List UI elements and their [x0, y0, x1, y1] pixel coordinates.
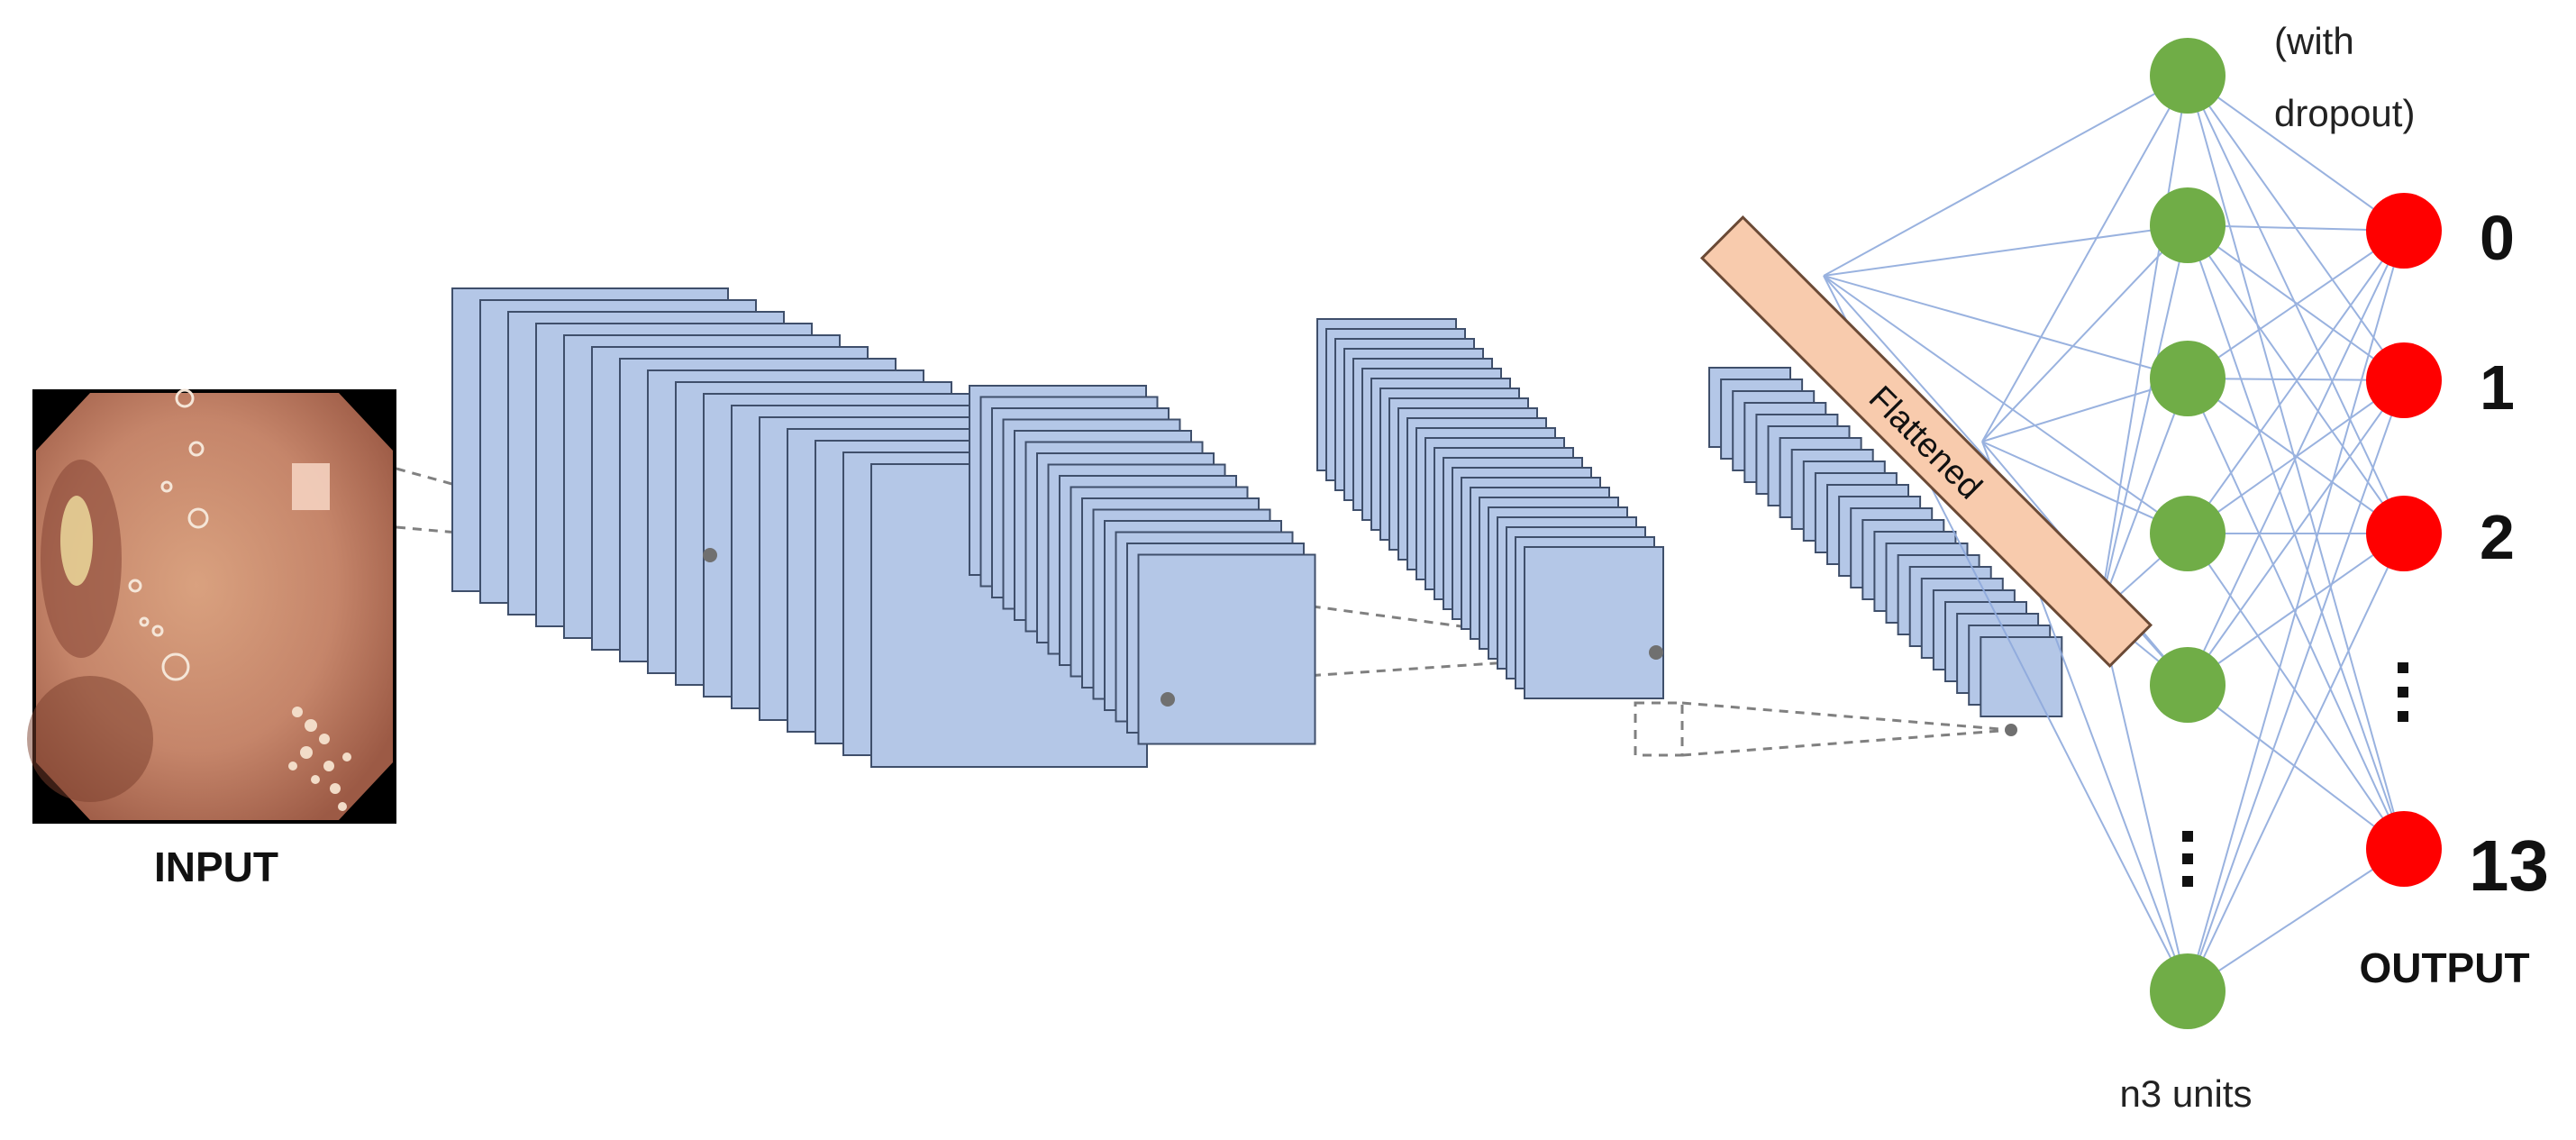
feature-map-stack-3 — [1316, 318, 1664, 699]
hidden-layer-nodes — [2150, 38, 2226, 1029]
connection-line — [2098, 612, 2189, 992]
hidden-node — [2150, 496, 2226, 571]
bubble-cluster — [288, 707, 351, 811]
connection-line — [2098, 75, 2189, 614]
connection-line — [1823, 75, 2189, 277]
connection-line — [1981, 224, 2189, 442]
connection-line — [1823, 224, 2189, 277]
hidden-node — [2150, 187, 2226, 263]
hidden-units-label: n3 units — [2119, 1072, 2252, 1115]
hidden-node — [2150, 341, 2226, 416]
output-layer-nodes — [2366, 193, 2442, 887]
tissue-dark-region — [27, 676, 153, 802]
output-class-label-2: 2 — [2480, 502, 2515, 572]
connection-line — [2187, 230, 2405, 379]
connection-line — [2187, 224, 2405, 850]
tissue-highlight — [60, 496, 93, 586]
output-label: OUTPUT — [2359, 944, 2529, 991]
dropout-note-line1: (with — [2274, 20, 2354, 62]
hidden-node — [2150, 953, 2226, 1029]
connection-line — [2187, 379, 2405, 686]
output-class-label-1: 1 — [2480, 352, 2515, 423]
output-node — [2366, 193, 2442, 269]
feature-map-stack-2 — [969, 385, 1316, 745]
hidden-ellipsis — [2182, 831, 2193, 887]
feature-map — [1524, 546, 1664, 699]
connection-line — [2187, 75, 2405, 232]
dropout-note-line2: dropout) — [2274, 92, 2415, 134]
output-node — [2366, 496, 2442, 571]
bubbles — [128, 388, 209, 681]
connection-line — [2187, 533, 2405, 850]
connection-line — [2187, 848, 2405, 992]
connection-line — [2187, 75, 2405, 850]
connection-line — [2187, 533, 2405, 992]
connection-line — [2187, 684, 2405, 850]
feature-map-stack-4 — [1708, 367, 2063, 717]
flattened-bar — [1699, 214, 2153, 669]
connection-line — [2098, 378, 2189, 614]
output-node — [2366, 342, 2442, 418]
feature-map — [1980, 636, 2063, 717]
connection-line — [1823, 275, 2189, 379]
connection-line — [2187, 230, 2405, 992]
connection-line — [2187, 379, 2405, 992]
output-node — [2366, 811, 2442, 887]
output-ellipsis — [2398, 662, 2408, 722]
input-label: INPUT — [154, 844, 278, 890]
connection-line — [1981, 75, 2189, 442]
receptive-points — [703, 548, 2017, 736]
output-class-label-13: 13 — [2469, 825, 2549, 906]
feature-map — [1137, 553, 1316, 745]
output-class-label-0: 0 — [2480, 203, 2515, 273]
connection-line — [2098, 224, 2189, 614]
connection-line — [2187, 230, 2405, 686]
hidden-node — [2150, 38, 2226, 114]
hidden-node — [2150, 647, 2226, 723]
input-image — [27, 388, 396, 824]
connection-line — [2187, 230, 2405, 534]
input-patch — [292, 463, 330, 510]
